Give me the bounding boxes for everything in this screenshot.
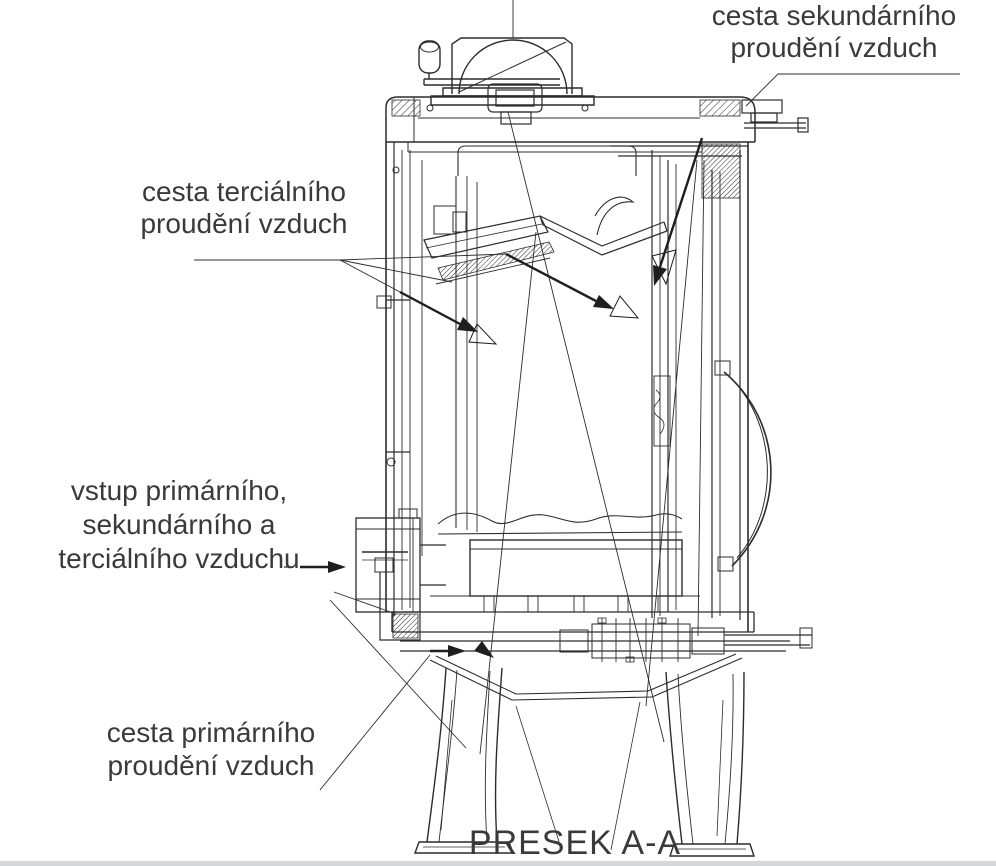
airflow-arrow-inlet bbox=[284, 561, 346, 573]
log-retainer bbox=[430, 512, 700, 613]
section-caption: PRESEK A-A bbox=[468, 824, 682, 862]
airflow-arrow-primary bbox=[430, 641, 494, 658]
label-primary-air-path: cesta primárního proudění vzduch bbox=[76, 716, 346, 782]
top-plate bbox=[385, 96, 756, 153]
label-line: cesta terciálního bbox=[142, 176, 346, 207]
label-line: cesta sekundárního bbox=[711, 0, 957, 31]
air-inlet-box bbox=[355, 508, 446, 613]
base-apron bbox=[429, 653, 743, 701]
bottom-edge-bar bbox=[0, 861, 996, 866]
leader-lines bbox=[194, 0, 960, 791]
legs bbox=[414, 667, 755, 857]
flue-collar bbox=[430, 37, 595, 106]
label-line: sekundárního a bbox=[82, 509, 276, 540]
airflow-arrow-tertiary-left bbox=[399, 290, 498, 345]
label-line: proudění vzduch bbox=[107, 750, 315, 781]
label-tertiary-air-path: cesta terciálního proudění vzduch bbox=[106, 176, 382, 240]
baffle-plate bbox=[423, 196, 668, 285]
damper-knob bbox=[418, 40, 560, 86]
label-line: proudění vzduch bbox=[730, 32, 938, 63]
airflow-direction-marker bbox=[468, 323, 498, 345]
label-line: proudění vzduch bbox=[140, 208, 348, 239]
airflow-direction-marker bbox=[609, 295, 640, 319]
label-line: terciálního vzduchu bbox=[58, 543, 300, 574]
firebox-interior bbox=[455, 145, 637, 532]
flue-hinge-top-right bbox=[741, 99, 809, 133]
label-secondary-air-path: cesta sekundárního proudění vzduch bbox=[688, 0, 980, 64]
airflow-arrow-secondary bbox=[651, 137, 704, 286]
airflow-arrow-tertiary-upper bbox=[505, 252, 640, 319]
right-wall bbox=[610, 142, 749, 632]
airflow-arrows bbox=[284, 137, 704, 658]
airflow-direction-marker bbox=[651, 249, 677, 286]
left-wall bbox=[374, 142, 423, 641]
label-line: cesta primárního bbox=[106, 717, 316, 748]
door-handle bbox=[714, 360, 772, 572]
label-line: vstup primárního, bbox=[70, 475, 288, 506]
label-air-inlet: vstup primárního, sekundárního a terciál… bbox=[20, 474, 338, 576]
